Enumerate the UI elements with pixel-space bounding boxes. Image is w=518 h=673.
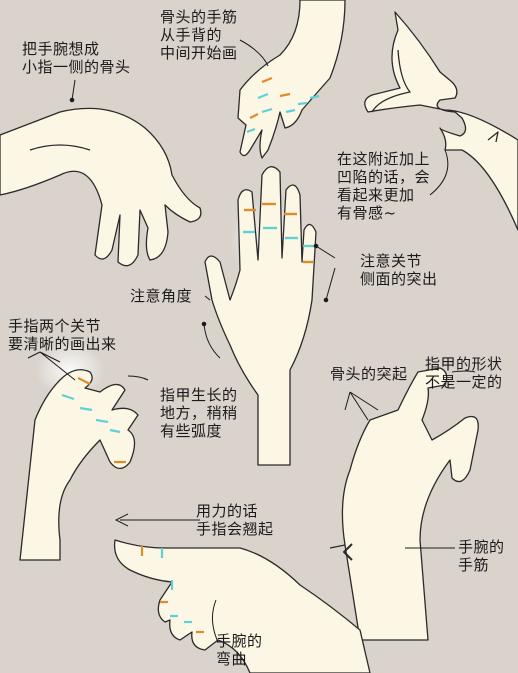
- hand-open-palm-center: [204, 166, 317, 466]
- annotation-nail-curve: 指甲生长的 地方，稍稍 有些弧度: [160, 386, 238, 440]
- annotation-wrist-tendon: 手腕的 手筋: [458, 538, 505, 574]
- hand-pinching-topright: [364, 11, 518, 231]
- hand-claw-right: [329, 367, 479, 641]
- annotation-force: 用力的话 手指会翘起: [196, 502, 274, 538]
- annotation-wrist-bend: 手腕的 弯曲: [216, 632, 263, 668]
- annotation-bone-tendon: 骨头的手筋 从手背的 中间开始画: [160, 8, 238, 62]
- hand-pointing-bottom: [113, 539, 371, 673]
- annotation-joint-side: 注意关节 侧面的突出: [360, 252, 438, 288]
- annotation-bony-feel: 在这附近加上 凹陷的话，会 看起来更加 有骨感~: [337, 150, 431, 222]
- annotation-angle: 注意角度: [130, 287, 193, 305]
- hand-curled-left: [19, 342, 139, 561]
- annotation-two-joints: 手指两个关节 要清晰的画出来: [8, 317, 117, 353]
- annotation-leader-lines: [27, 39, 476, 643]
- annotation-wrist-pinky: 把手腕想成 小指一侧的骨头: [22, 40, 131, 76]
- annotation-bone-protrude: 骨头的突起: [330, 365, 408, 383]
- hand-relaxed-topleft: [0, 107, 202, 267]
- annotation-nail-shape: 指甲的形状 不是一定的: [425, 355, 503, 391]
- hand-pointing-down-topmiddle: [237, 0, 346, 159]
